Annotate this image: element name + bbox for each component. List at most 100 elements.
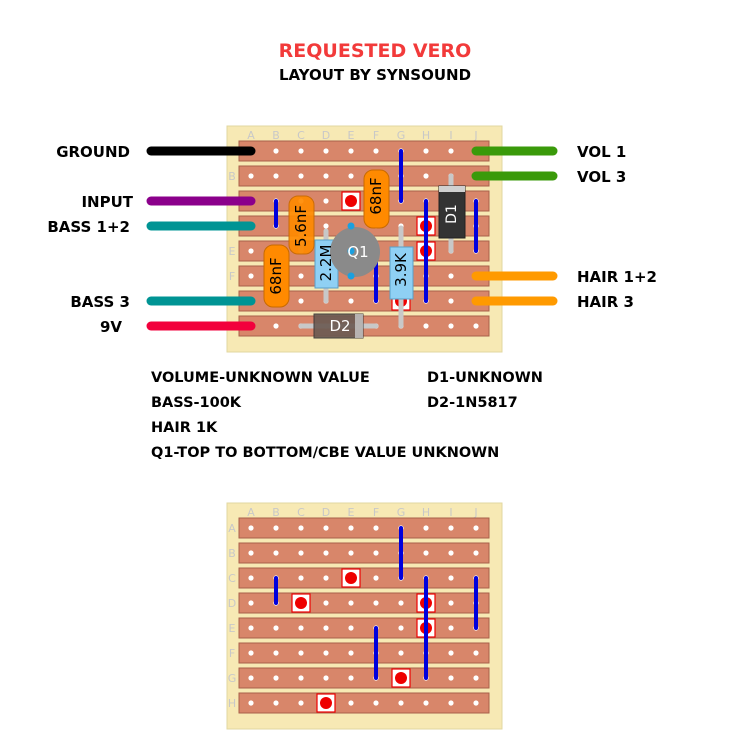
top-hole [248, 273, 254, 279]
top-hole [348, 173, 354, 179]
note-d2: D2-1N5817 [427, 395, 518, 411]
bottom-row-label: G [228, 672, 237, 685]
diode-d2-band [355, 314, 363, 338]
bottom-row-label: D [228, 597, 236, 610]
bottom-column-label: D [322, 506, 330, 519]
label-bass-1-2: BASS 1+2 [47, 218, 130, 236]
bottom-hole [423, 700, 429, 706]
top-hole [448, 148, 454, 154]
bottom-hole [348, 650, 354, 656]
top-row-label: F [229, 270, 235, 283]
bottom-hole [398, 600, 404, 606]
bottom-hole [448, 700, 454, 706]
top-hole [323, 223, 329, 229]
top-hole [323, 173, 329, 179]
bottom-hole [373, 600, 379, 606]
bottom-row-label: C [228, 572, 236, 585]
bottom-row-label: A [228, 522, 236, 535]
bottom-track-cut-dot [295, 597, 307, 609]
bottom-hole [373, 525, 379, 531]
label-hair-3: HAIR 3 [577, 293, 634, 311]
page-subtitle: LAYOUT BY SYNSOUND [278, 66, 472, 84]
top-hole [248, 248, 254, 254]
bottom-hole [473, 550, 479, 556]
bottom-hole [323, 600, 329, 606]
note-bass: BASS-100K [151, 395, 242, 411]
bottom-hole [298, 575, 304, 581]
top-hole [248, 173, 254, 179]
note-d1: D1-UNKNOWN [427, 370, 543, 386]
bottom-hole [423, 525, 429, 531]
label-input: INPUT [81, 193, 133, 211]
bottom-track-cut-dot [395, 672, 407, 684]
bottom-hole [473, 525, 479, 531]
label-bass-3: BASS 3 [70, 293, 130, 311]
top-column-label: G [397, 129, 406, 142]
top-hole [298, 298, 304, 304]
top-column-label: B [272, 129, 280, 142]
bottom-hole [348, 600, 354, 606]
bottom-hole [248, 700, 254, 706]
top-hole [298, 273, 304, 279]
bottom-hole [348, 625, 354, 631]
bottom-hole [373, 700, 379, 706]
bottom-hole [248, 525, 254, 531]
capacitor-5-6nf [288, 195, 315, 255]
bottom-hole [248, 675, 254, 681]
transistor-pin [347, 247, 355, 255]
bottom-hole [248, 600, 254, 606]
top-column-label: I [449, 129, 452, 142]
top-column-label: H [422, 129, 430, 142]
top-hole [423, 148, 429, 154]
top-column-label: J [473, 129, 477, 142]
bottom-column-label: E [348, 506, 355, 519]
bottom-hole [298, 700, 304, 706]
top-column-label: D [322, 129, 330, 142]
label-hair-1-2: HAIR 1+2 [577, 268, 657, 286]
bottom-hole [448, 650, 454, 656]
bottom-hole [273, 675, 279, 681]
bottom-hole [273, 700, 279, 706]
bottom-row-label: B [228, 547, 236, 560]
transistor-pin [347, 272, 355, 280]
top-hole [373, 148, 379, 154]
label-9v: 9V [99, 318, 122, 336]
bottom-hole [298, 550, 304, 556]
bottom-hole [448, 525, 454, 531]
bottom-hole [298, 625, 304, 631]
bottom-hole [273, 625, 279, 631]
top-column-label: A [247, 129, 255, 142]
bottom-column-label: H [422, 506, 430, 519]
bottom-row-label: E [229, 622, 236, 635]
top-hole [273, 173, 279, 179]
bottom-column-label: F [373, 506, 379, 519]
bottom-hole [473, 650, 479, 656]
bottom-strip [238, 692, 490, 714]
bottom-hole [448, 550, 454, 556]
bottom-hole [373, 550, 379, 556]
bottom-column-label: B [272, 506, 280, 519]
top-hole [423, 323, 429, 329]
diode-d1 [438, 185, 466, 239]
transistor-q1 [330, 227, 380, 277]
bottom-hole [348, 700, 354, 706]
resistor-3-9k [389, 246, 414, 300]
bottom-hole [298, 675, 304, 681]
bottom-hole [348, 525, 354, 531]
capacitor-68nf-top [363, 169, 390, 229]
transistor-pin [347, 222, 355, 230]
bottom-hole [323, 675, 329, 681]
top-row-label: B [228, 170, 236, 183]
bottom-column-label: A [247, 506, 255, 519]
bottom-hole [473, 700, 479, 706]
bottom-hole [248, 625, 254, 631]
bottom-hole [298, 650, 304, 656]
bottom-board [226, 502, 503, 730]
bottom-hole [348, 675, 354, 681]
top-hole [323, 198, 329, 204]
bottom-hole [298, 525, 304, 531]
bottom-hole [423, 550, 429, 556]
top-hole [473, 323, 479, 329]
top-hole [448, 323, 454, 329]
bottom-column-label: G [397, 506, 406, 519]
